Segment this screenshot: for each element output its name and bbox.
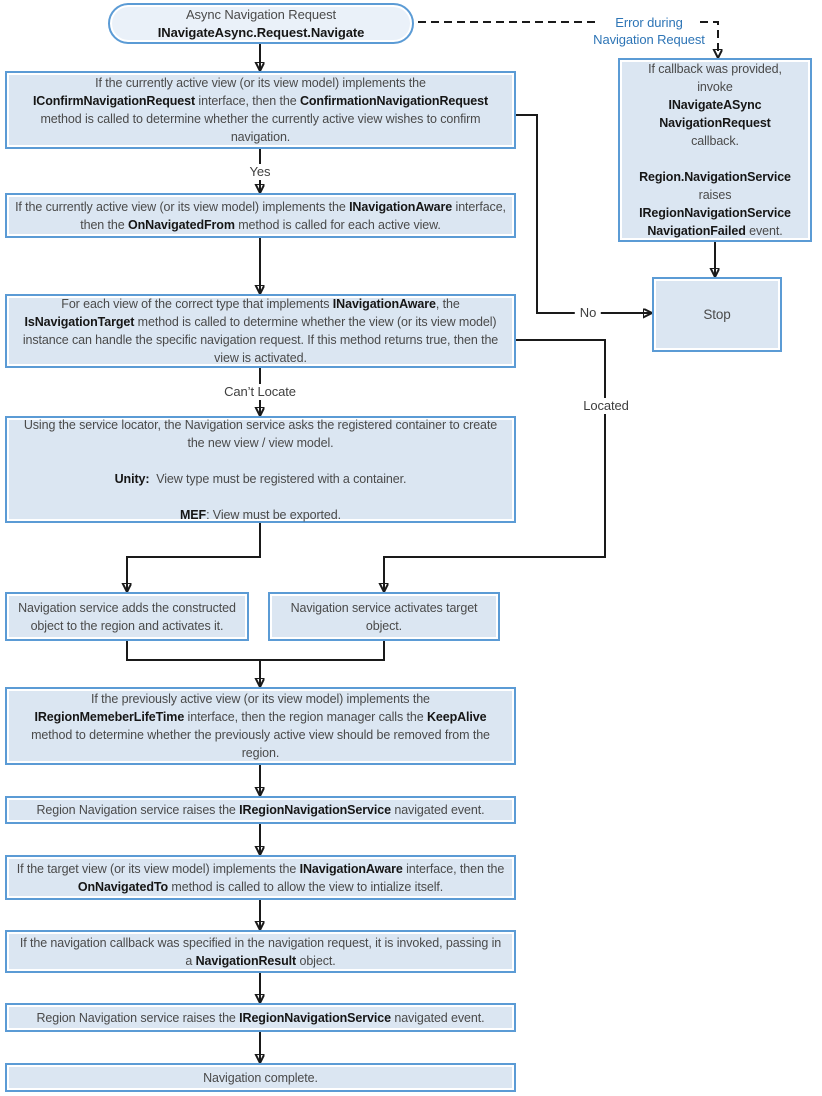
node-service-locator-create-view: Using the service locator, the Navigatio… [5, 416, 516, 523]
node-text: Region Navigation service raises the IRe… [36, 1010, 485, 1025]
edge-label-yes: Yes [244, 164, 276, 180]
node-confirm-navigation-request: If the currently active view (or its vie… [5, 71, 516, 149]
edge-create-to-add [127, 523, 261, 592]
node-text: If the previously active view (or its vi… [31, 692, 494, 760]
node-navigated-event-1: Region Navigation service raises the IRe… [5, 796, 516, 824]
node-text: If callback was provided, invoke INaviga… [639, 62, 791, 238]
node-activate-target: Navigation service activates target obje… [268, 592, 500, 641]
node-navigation-complete: Navigation complete. [5, 1063, 516, 1092]
node-is-navigation-target: For each view of the correct type that i… [5, 294, 516, 368]
node-text: Async Navigation Request INavigateAsync.… [157, 6, 365, 40]
node-text: If the currently active view (or its vie… [15, 199, 510, 232]
node-keep-alive: If the previously active view (or its vi… [5, 687, 516, 765]
edge-label-no: No [574, 305, 602, 321]
node-text: Region Navigation service raises the IRe… [36, 803, 485, 817]
node-text: Navigation complete. [203, 1070, 318, 1085]
node-text: For each view of the correct type that i… [22, 297, 502, 365]
node-add-to-region: Navigation service adds the constructed … [5, 592, 249, 641]
node-on-navigated-from: If the currently active view (or its vie… [5, 193, 516, 238]
node-async-navigation-request: Async Navigation Request INavigateAsync.… [108, 3, 414, 44]
node-navigation-failed: If callback was provided, invoke INaviga… [618, 58, 812, 242]
node-text: If the currently active view (or its vie… [32, 76, 492, 144]
edge-located [384, 339, 606, 592]
node-text: Stop [703, 306, 731, 322]
edge-error-dashed-right [700, 21, 718, 58]
edge-label-located: Located [578, 398, 634, 414]
node-text: Using the service locator, the Navigatio… [23, 417, 498, 522]
node-text: If the navigation callback was specified… [19, 935, 505, 968]
node-text: Navigation service activates target obje… [290, 600, 481, 633]
edge-merge [126, 641, 385, 661]
node-navigated-event-2: Region Navigation service raises the IRe… [5, 1003, 516, 1032]
edge-label-cant-locate: Can’t Locate [219, 384, 301, 400]
node-on-navigated-to: If the target view (or its view model) i… [5, 855, 516, 900]
node-text: If the target view (or its view model) i… [16, 861, 508, 894]
node-text: Navigation service adds the constructed … [18, 600, 240, 633]
node-navigation-callback: If the navigation callback was specified… [5, 930, 516, 973]
edge-label-error-during: Error during Navigation Request [593, 15, 705, 47]
node-stop: Stop [652, 277, 782, 352]
